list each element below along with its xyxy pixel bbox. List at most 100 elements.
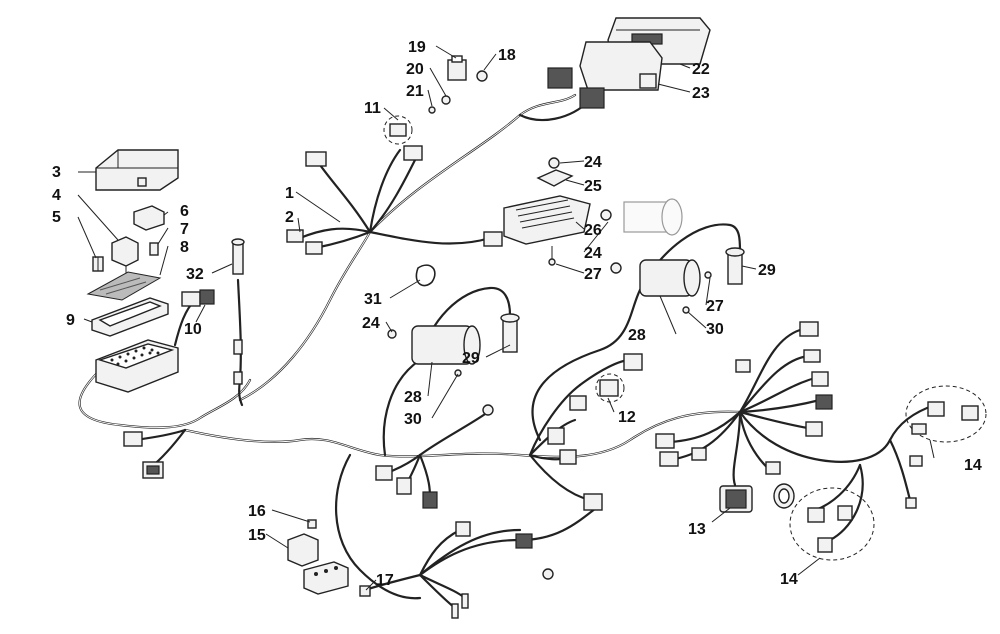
connector-top-b bbox=[403, 145, 423, 161]
ignition-coil-right bbox=[639, 259, 701, 297]
leader-lines bbox=[77, 45, 935, 591]
starter-motor bbox=[623, 198, 683, 236]
callout-3: 3 bbox=[52, 164, 61, 181]
terminal-block bbox=[303, 561, 349, 595]
connector-right-c bbox=[547, 427, 565, 445]
callout-22: 22 bbox=[692, 61, 710, 78]
connector-right-b bbox=[569, 395, 587, 411]
callout-18: 18 bbox=[498, 47, 516, 64]
nut-24-left bbox=[387, 329, 397, 339]
connector-far-e bbox=[805, 421, 823, 437]
callout-19: 19 bbox=[408, 39, 426, 56]
callout-12: 12 bbox=[618, 409, 636, 426]
connector-far-d bbox=[815, 394, 833, 410]
callout-1: 1 bbox=[285, 185, 294, 202]
callout-14a: 14 bbox=[964, 457, 982, 474]
fuse-box-body bbox=[95, 339, 179, 393]
nut-24-top bbox=[548, 157, 560, 169]
connector-far-h bbox=[659, 451, 679, 467]
connector-far-j bbox=[765, 461, 781, 475]
bolt-27-right bbox=[704, 271, 712, 279]
fuse-box-gasket bbox=[91, 297, 169, 337]
callout-13: 13 bbox=[688, 521, 706, 538]
fuse-box-cover bbox=[95, 149, 179, 191]
nut-24-low bbox=[610, 262, 622, 274]
connector-center-a bbox=[375, 465, 393, 481]
connector-right-a bbox=[623, 353, 643, 371]
callout-2: 2 bbox=[285, 209, 294, 226]
callout-32: 32 bbox=[186, 266, 204, 283]
callout-14b: 14 bbox=[780, 571, 798, 588]
screw-16 bbox=[307, 519, 317, 529]
switch-knob bbox=[773, 483, 795, 509]
callout-20: 20 bbox=[406, 61, 424, 78]
small-fuse bbox=[149, 242, 159, 256]
connector-11 bbox=[383, 115, 413, 145]
connector-14-top bbox=[905, 385, 987, 443]
connector-far-i bbox=[691, 447, 707, 461]
relay-connector bbox=[181, 289, 215, 307]
ecu-connector-b bbox=[579, 87, 605, 109]
ignition-coil-left bbox=[411, 325, 481, 365]
connector-left-b bbox=[142, 461, 164, 479]
connector-far-c bbox=[811, 371, 829, 387]
bolt-30-left bbox=[454, 369, 462, 377]
callout-15: 15 bbox=[248, 527, 266, 544]
callout-labels: 1 2 3 4 5 6 7 8 9 10 11 12 13 14 14 15 1… bbox=[52, 39, 982, 589]
bolt-30-right bbox=[682, 306, 690, 314]
bolt-27-top bbox=[548, 246, 556, 266]
connector-2 bbox=[286, 229, 323, 255]
callout-23: 23 bbox=[692, 85, 710, 102]
ecu-23 bbox=[579, 41, 663, 91]
connector-center-b bbox=[396, 477, 412, 495]
callout-28a: 28 bbox=[628, 327, 646, 344]
connector-left-a bbox=[123, 431, 143, 447]
connector-far-f bbox=[735, 359, 751, 373]
connector-17 bbox=[359, 585, 371, 597]
relay-15 bbox=[287, 533, 319, 567]
callout-10: 10 bbox=[184, 321, 202, 338]
bullet-terminals bbox=[451, 593, 469, 619]
callout-24a: 24 bbox=[584, 154, 602, 171]
ring-terminal-bottom bbox=[542, 568, 554, 580]
connector-far-g bbox=[655, 433, 675, 449]
callout-5: 5 bbox=[52, 209, 61, 226]
fuse-label bbox=[86, 271, 162, 301]
callout-21: 21 bbox=[406, 83, 424, 100]
connector-right-e bbox=[583, 493, 603, 511]
callout-27b: 27 bbox=[706, 298, 724, 315]
washer-25 bbox=[536, 169, 574, 187]
oxygen-sensor bbox=[231, 238, 245, 385]
washer-20 bbox=[441, 95, 451, 105]
spark-plug-cap-right bbox=[725, 247, 745, 285]
connector-bottom-a bbox=[455, 521, 471, 537]
connector-top-a bbox=[305, 151, 327, 167]
connector-far-b bbox=[803, 349, 821, 363]
callout-30a: 30 bbox=[706, 321, 724, 338]
callout-7: 7 bbox=[180, 221, 189, 238]
nut-18 bbox=[476, 70, 488, 82]
callout-24b: 24 bbox=[584, 245, 602, 262]
voltage-regulator bbox=[503, 195, 591, 245]
connector-14-bottom bbox=[789, 487, 875, 561]
switch-19 bbox=[447, 55, 467, 81]
callout-9: 9 bbox=[66, 312, 75, 329]
switch-13 bbox=[719, 485, 753, 513]
callout-11: 11 bbox=[364, 100, 381, 117]
connector-center-c bbox=[422, 491, 438, 509]
callout-25: 25 bbox=[584, 178, 602, 195]
relay bbox=[111, 236, 139, 274]
callout-6: 6 bbox=[180, 203, 189, 220]
connector-bottom-b bbox=[515, 533, 533, 549]
connector-far-a bbox=[799, 321, 819, 337]
callout-26: 26 bbox=[584, 222, 602, 239]
fuse bbox=[92, 256, 104, 272]
callout-29b: 29 bbox=[462, 350, 480, 367]
callout-16: 16 bbox=[248, 503, 266, 520]
callout-24c: 24 bbox=[362, 315, 380, 332]
callout-28b: 28 bbox=[404, 389, 422, 406]
connector-14-small bbox=[905, 455, 923, 509]
connector-12 bbox=[595, 373, 625, 403]
bolt-21 bbox=[428, 106, 436, 114]
